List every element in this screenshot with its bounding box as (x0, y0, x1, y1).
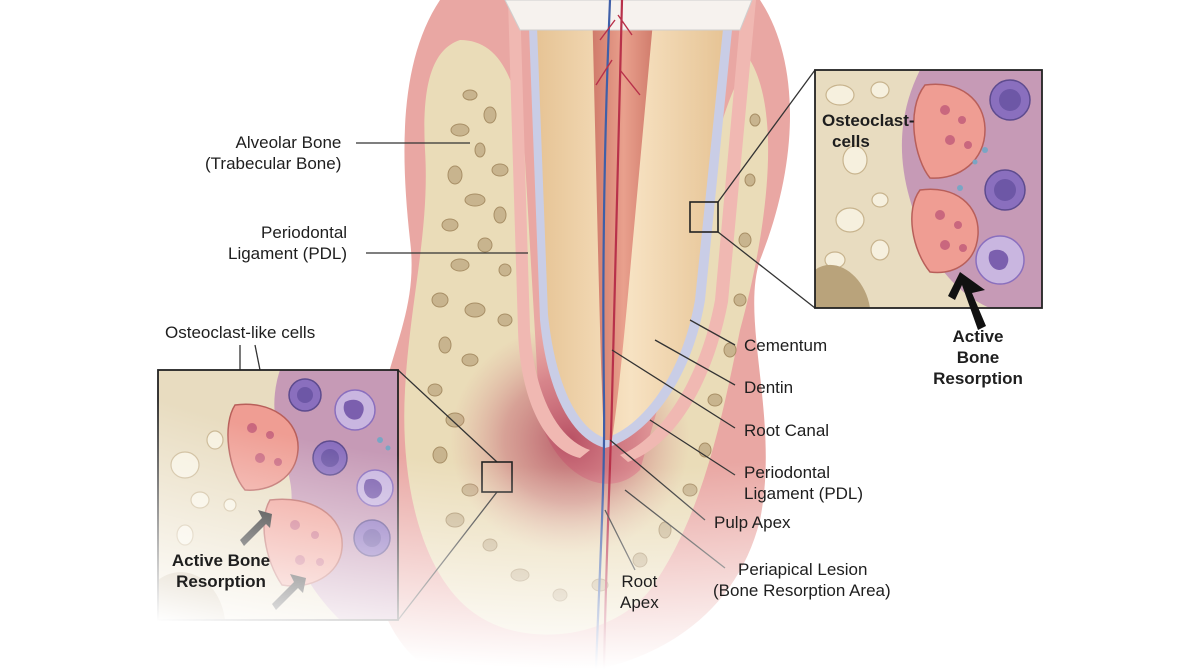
inset-right-title-line1: Osteoclast- (822, 111, 915, 130)
label-pdl-right-line2: Ligament (PDL) (744, 484, 864, 503)
inset-right-caption-line2: Bone (956, 348, 1000, 367)
inset-right (815, 70, 1042, 308)
inset-left-caption: Active Bone Resorption (163, 550, 279, 592)
label-alveolar-bone-line2: (Trabecular Bone) (205, 154, 342, 173)
label-periapical-lesion-line1: Periapical Lesion (738, 560, 868, 579)
label-periapical-lesion: Periapical Lesion (Bone Resorption Area) (713, 559, 891, 601)
label-osteoclast-like-cells: Osteoclast-like cells (165, 323, 316, 342)
label-pdl-left: Periodontal Ligament (PDL) (228, 222, 347, 264)
inset-left-caption-line2: Resorption (176, 572, 266, 591)
inset-left-caption-line1: Active Bone (171, 551, 271, 570)
crown-enamel (504, 0, 753, 31)
label-root-apex-line2: Apex (620, 593, 659, 612)
inset-right-title: Osteoclast- cells (822, 110, 915, 152)
label-pdl-right-line1: Periodontal (744, 463, 831, 482)
inset-right-caption-line1: Active (952, 327, 1004, 346)
label-pulp-apex: Pulp Apex (714, 513, 791, 532)
label-dentin: Dentin (744, 378, 794, 397)
label-alveolar-bone-line1: Alveolar Bone (235, 133, 342, 152)
label-pdl-left-line1: Periodontal (261, 223, 348, 242)
inset-right-caption: Active Bone Resorption (928, 326, 1028, 389)
inset-right-title-line2: cells (832, 132, 870, 151)
label-root-apex: Root Apex (620, 571, 659, 613)
label-cementum: Cementum (744, 336, 828, 355)
label-root-apex-line1: Root (621, 572, 658, 591)
label-root-canal: Root Canal (744, 421, 830, 440)
label-pdl-right: Periodontal Ligament (PDL) (744, 462, 863, 504)
inset-right-caption-line3: Resorption (933, 369, 1023, 388)
label-periapical-lesion-line2: (Bone Resorption Area) (713, 581, 891, 600)
label-alveolar-bone: Alveolar Bone (Trabecular Bone) (205, 132, 341, 174)
label-pdl-left-line2: Ligament (PDL) (228, 244, 348, 263)
